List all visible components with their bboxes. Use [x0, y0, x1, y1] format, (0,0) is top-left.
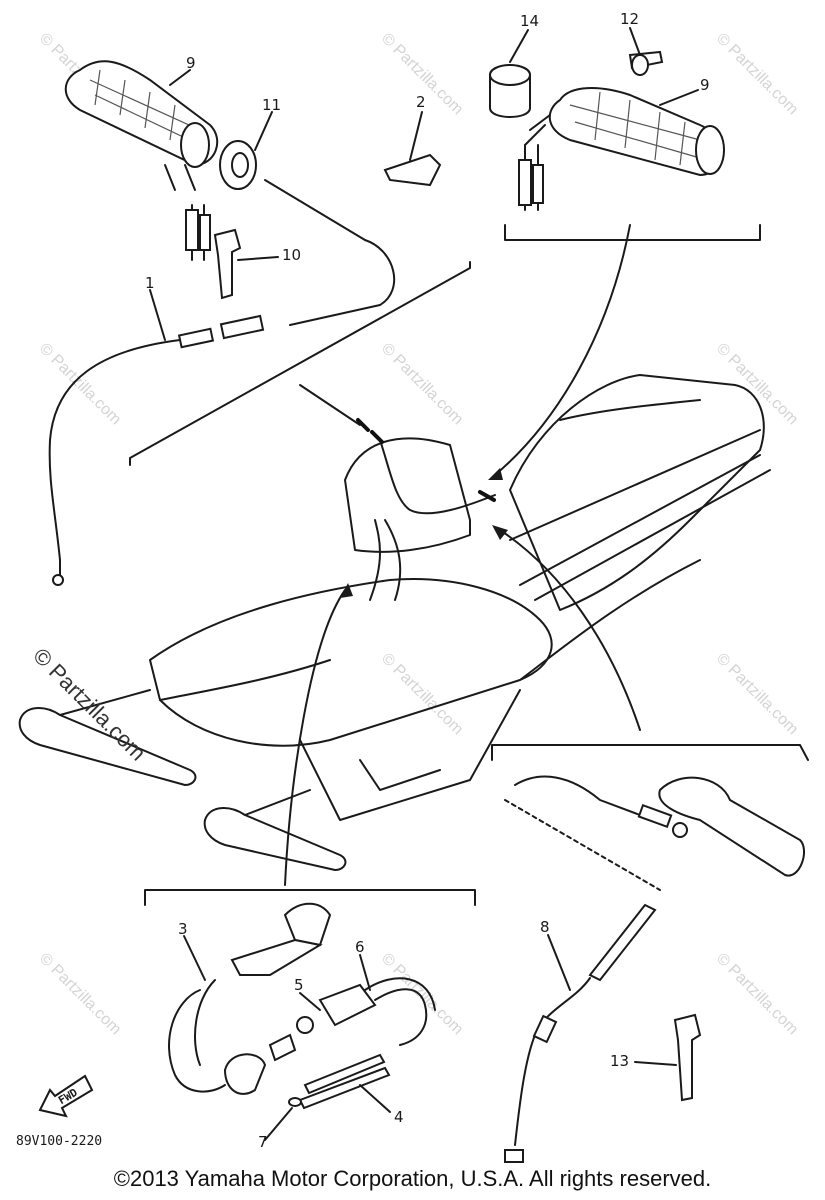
callout-8: 8	[540, 918, 550, 936]
clip-13	[673, 1013, 702, 1102]
copyright-notice: ©2013 Yamaha Motor Corporation, U.S.A. A…	[113, 1166, 712, 1191]
detail-brake-lever	[491, 744, 809, 1163]
clip-10	[213, 228, 242, 300]
switch-3	[168, 902, 332, 1093]
callout-1: 1	[145, 274, 155, 292]
connector-5-6	[223, 977, 436, 1095]
bracket-2	[383, 153, 442, 187]
callout-3: 3	[178, 920, 188, 938]
callout-2: 2	[416, 93, 426, 111]
callout-9-left: 9	[186, 54, 196, 72]
screw-12	[628, 50, 664, 76]
flow-arrows	[284, 224, 641, 886]
leader-lines	[149, 27, 699, 1141]
throttle-cable-1	[48, 179, 396, 586]
cable-8	[504, 903, 657, 1163]
cap-14	[489, 64, 531, 118]
wires-4-7	[288, 1053, 391, 1110]
detail-right-handlebar	[489, 50, 761, 241]
callout-5: 5	[294, 976, 304, 994]
ring-11	[219, 140, 257, 190]
callout-4: 4	[394, 1108, 404, 1126]
callout-6: 6	[355, 938, 365, 956]
grip-9-right	[518, 87, 725, 211]
drawing-code: 89V100-2220	[16, 1134, 103, 1149]
snowmobile-illustration	[18, 374, 771, 871]
detail-switch-cables	[144, 889, 476, 1110]
callout-9-right: 9	[700, 76, 710, 94]
grip-9-left	[64, 60, 219, 261]
callout-10: 10	[282, 246, 302, 264]
callout-7: 7	[258, 1133, 268, 1151]
callout-12: 12	[620, 10, 640, 28]
callout-13: 13	[610, 1052, 630, 1070]
detail-left-handlebar	[48, 60, 471, 586]
callout-11: 11	[262, 96, 282, 114]
fwd-arrow-icon	[38, 1074, 94, 1118]
callout-14: 14	[520, 12, 540, 30]
